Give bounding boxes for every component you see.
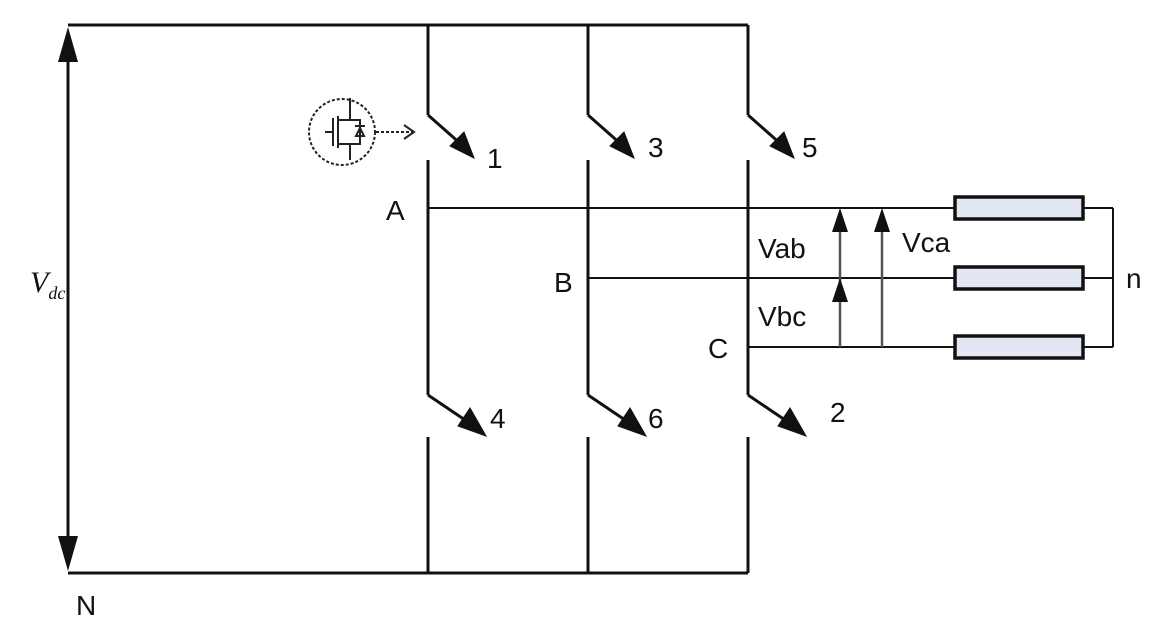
- vab-vbc-arrow: [832, 208, 848, 347]
- vdc-label: Vdc: [30, 266, 65, 303]
- node-b-label: B: [554, 267, 573, 298]
- load-c: [953, 334, 1085, 360]
- leg-b-lower-switch: [587, 393, 629, 424]
- vdc-arrow: [58, 27, 78, 571]
- leg-c-lower-switch: [747, 393, 789, 424]
- node-c-label: C: [708, 333, 728, 364]
- switch-6-label: 6: [648, 403, 664, 434]
- switch-3-label: 3: [648, 132, 664, 163]
- leg-a-lower-switch-arrow: [457, 407, 488, 437]
- switch-1-label: 1: [487, 143, 503, 174]
- leg-c-upper-switch-arrow: [769, 131, 795, 160]
- vbc-label: Vbc: [758, 301, 806, 332]
- negative-rail-label: N: [76, 590, 96, 621]
- switch-4-label: 4: [490, 403, 506, 434]
- vab-label: Vab: [758, 233, 806, 264]
- leg-a-lower-switch: [427, 393, 469, 424]
- igbt-with-diode-icon: [308, 98, 416, 166]
- load-b: [953, 265, 1085, 291]
- load-a: [953, 195, 1085, 221]
- switch-5-label: 5: [802, 132, 818, 163]
- leg-b-upper-switch-arrow: [609, 131, 635, 160]
- vca-arrow: [874, 208, 890, 347]
- vca-label: Vca: [902, 227, 951, 258]
- leg-c-lower-switch-arrow: [777, 407, 808, 437]
- switch-2-label: 2: [830, 397, 846, 428]
- neutral-label: n: [1126, 263, 1142, 294]
- leg-b-lower-switch-arrow: [617, 407, 648, 437]
- node-a-label: A: [386, 195, 405, 226]
- leg-a-upper-switch-arrow: [449, 131, 475, 160]
